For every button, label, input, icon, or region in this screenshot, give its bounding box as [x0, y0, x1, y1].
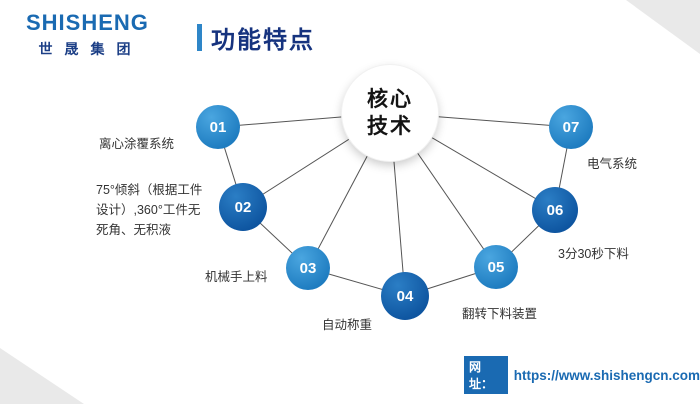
node-04: 04	[381, 272, 429, 320]
website-footer: 网址： https://www.shishengcn.com	[464, 356, 700, 394]
logo-chinese-name: 世晟集团	[38, 41, 143, 57]
node-01-label: 离心涂覆系统	[99, 137, 175, 151]
node-07-label: 电气系统	[587, 157, 638, 171]
company-logo: SHISHENG 世晟集团	[26, 10, 149, 59]
node-07: 07	[549, 105, 593, 149]
title-accent-bar	[197, 24, 202, 51]
hub-text-line2: 技术	[367, 115, 413, 138]
website-url[interactable]: https://www.shishengcn.com	[513, 367, 700, 383]
corner-decoration-top-right	[626, 0, 700, 54]
corner-decoration-bottom-left	[0, 348, 84, 404]
node-02-label: 75°倾斜（根据工件 设计）,360°工件无 死角、无积液	[96, 183, 203, 237]
node-06: 06	[532, 187, 578, 233]
hub-text-line1: 核心	[367, 88, 413, 111]
logo-wordmark: SHISHENG	[26, 10, 149, 35]
page-title-block: 功能特点	[197, 20, 315, 55]
node-03: 03	[286, 246, 330, 290]
node-06-label: 3分30秒下料	[558, 247, 629, 261]
node-01: 01	[196, 105, 240, 149]
core-technology-hub: 核心 技术	[342, 65, 438, 161]
node-05-label: 翻转下料装置	[462, 307, 538, 321]
node-03-label: 机械手上料	[205, 270, 268, 284]
node-05: 05	[474, 245, 518, 289]
node-02: 02	[219, 183, 267, 231]
website-label: 网址：	[464, 356, 508, 394]
page-title: 功能特点	[211, 27, 315, 54]
node-04-label: 自动称重	[322, 318, 373, 332]
